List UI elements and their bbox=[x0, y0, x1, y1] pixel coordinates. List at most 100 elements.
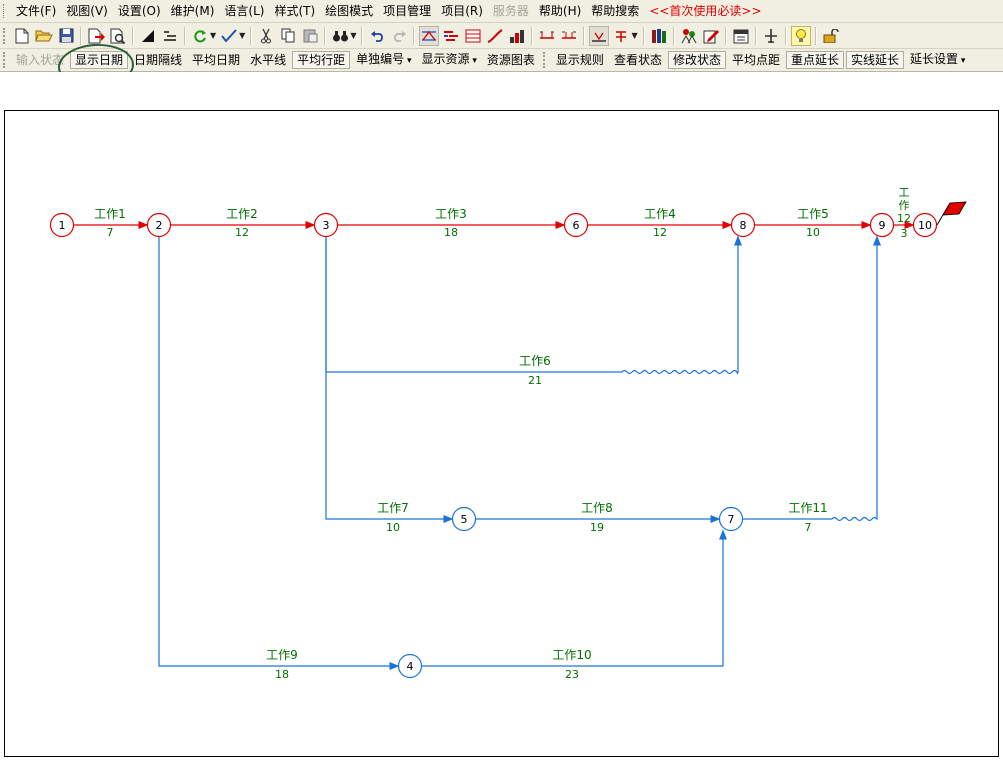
event-node-circle[interactable] bbox=[563, 212, 589, 238]
books-library-icon[interactable] bbox=[649, 26, 669, 46]
activity-name-label[interactable]: 工作5 bbox=[797, 207, 829, 221]
text-toolbar-grip-2[interactable] bbox=[542, 52, 548, 68]
menu-bar-grip[interactable] bbox=[3, 4, 7, 18]
toolbar-grip[interactable] bbox=[3, 27, 8, 44]
plane-icon[interactable] bbox=[761, 26, 781, 46]
text-toolbar-grip[interactable] bbox=[3, 52, 8, 68]
extend-settings-dropdown[interactable]: 延长设置 bbox=[906, 50, 969, 70]
curve-view-icon[interactable] bbox=[485, 26, 505, 46]
activity-name-label[interactable]: 工作6 bbox=[519, 354, 551, 368]
new-file-icon[interactable] bbox=[12, 26, 32, 46]
menu-style[interactable]: 样式(T) bbox=[274, 4, 316, 18]
event-node-number[interactable]: 5 bbox=[461, 513, 468, 526]
activity-name-label[interactable]: 工作8 bbox=[581, 501, 613, 515]
menu-first-use-notice[interactable]: <<首次使用必读>> bbox=[649, 4, 762, 18]
activity-name-label[interactable]: 工作7 bbox=[377, 501, 409, 515]
activity-duration-label[interactable]: 7 bbox=[107, 226, 114, 239]
modify-status-button[interactable]: 修改状态 bbox=[667, 51, 726, 69]
open-folder-icon[interactable] bbox=[34, 26, 54, 46]
event-node-circle[interactable] bbox=[397, 653, 423, 679]
gantt-view-icon[interactable] bbox=[441, 26, 461, 46]
average-date-button[interactable]: 平均日期 bbox=[192, 53, 241, 67]
event-node-number[interactable]: 6 bbox=[573, 219, 580, 232]
event-node-circle[interactable] bbox=[718, 506, 744, 532]
shrink-horizontal-icon[interactable] bbox=[559, 26, 579, 46]
event-node-circle[interactable] bbox=[869, 212, 895, 238]
undo-icon[interactable] bbox=[367, 26, 387, 46]
activity-duration-label[interactable]: 18 bbox=[444, 226, 458, 239]
lightbulb-icon[interactable] bbox=[790, 25, 811, 46]
paste-icon[interactable] bbox=[300, 26, 320, 46]
network-diagram[interactable]: 工作17工作212工作318工作412工作510工作123工作621工作710工… bbox=[5, 111, 998, 756]
find-binoculars-icon[interactable] bbox=[330, 26, 350, 46]
event-node-number[interactable]: 9 bbox=[879, 219, 886, 232]
menu-project-management[interactable]: 项目管理 bbox=[383, 4, 432, 18]
unlock-icon[interactable] bbox=[821, 26, 841, 46]
table-view-icon[interactable] bbox=[463, 26, 483, 46]
menu-project[interactable]: 项目(R) bbox=[441, 4, 483, 18]
activity-name-label[interactable]: 12 bbox=[897, 212, 911, 225]
event-node-circle[interactable] bbox=[146, 212, 172, 238]
activity-duration-label[interactable]: 19 bbox=[590, 521, 604, 534]
activity-name-label[interactable]: 工作11 bbox=[788, 501, 827, 515]
event-node-number[interactable]: 1 bbox=[59, 219, 66, 232]
activity-name-label[interactable]: 工作4 bbox=[644, 207, 676, 221]
export-icon[interactable] bbox=[86, 26, 106, 46]
activity-duration-label[interactable]: 3 bbox=[901, 227, 908, 240]
solid-extend-button[interactable]: 实线延长 bbox=[846, 51, 905, 69]
show-resource-dropdown[interactable]: 显示资源 bbox=[418, 50, 481, 70]
copy-icon[interactable] bbox=[278, 26, 298, 46]
menu-settings[interactable]: 设置(O) bbox=[117, 4, 161, 18]
refresh-icon[interactable] bbox=[190, 26, 210, 46]
activity-name-label[interactable]: 工作2 bbox=[226, 207, 258, 221]
activity-name-label[interactable]: 工作10 bbox=[552, 648, 591, 662]
dotted-extend-button[interactable]: 重点延长 bbox=[785, 51, 844, 69]
activity-name-label[interactable]: 工 bbox=[899, 186, 910, 199]
event-node-number[interactable]: 3 bbox=[323, 219, 330, 232]
activity-name-label[interactable]: 工作3 bbox=[435, 207, 467, 221]
event-node-circle[interactable] bbox=[912, 212, 938, 238]
activity-duration-label[interactable]: 7 bbox=[805, 521, 812, 534]
activity-duration-label[interactable]: 10 bbox=[386, 521, 400, 534]
triangle-tool-icon[interactable] bbox=[138, 26, 158, 46]
activity-duration-label[interactable]: 23 bbox=[565, 668, 579, 681]
menu-file[interactable]: 文件(F) bbox=[16, 4, 57, 18]
event-node-number[interactable]: 8 bbox=[740, 219, 747, 232]
save-icon[interactable] bbox=[56, 26, 76, 46]
event-node-number[interactable]: 2 bbox=[156, 219, 163, 232]
check-icon[interactable] bbox=[219, 26, 239, 46]
activity-arrow-3-5[interactable] bbox=[325, 236, 454, 523]
activity-arrow-4-7[interactable] bbox=[421, 529, 727, 667]
activity-duration-label[interactable]: 12 bbox=[235, 226, 249, 239]
activity-duration-label[interactable]: 18 bbox=[275, 668, 289, 681]
event-node-number[interactable]: 4 bbox=[407, 660, 414, 673]
menu-help[interactable]: 帮助(H) bbox=[538, 4, 582, 18]
refresh-dropdown-icon[interactable]: ▼ bbox=[210, 31, 217, 40]
baseline-icon[interactable] bbox=[589, 25, 610, 46]
activity-arrow-2-4[interactable] bbox=[158, 236, 400, 670]
align-lines-icon[interactable] bbox=[160, 26, 180, 46]
network-view-icon[interactable] bbox=[419, 25, 440, 46]
edit-document-icon[interactable] bbox=[701, 26, 721, 46]
check-dropdown-icon[interactable]: ▼ bbox=[239, 31, 246, 40]
separate-numbering-dropdown[interactable]: 单独编号 bbox=[352, 50, 415, 70]
activity-arrow-3-8[interactable] bbox=[325, 235, 742, 375]
average-row-spacing-button[interactable]: 平均行距 bbox=[292, 51, 351, 69]
level-dropdown-icon[interactable]: ▼ bbox=[631, 31, 638, 40]
activity-name-label[interactable]: 作 bbox=[899, 199, 910, 212]
menu-view[interactable]: 视图(V) bbox=[66, 4, 108, 18]
event-node-circle[interactable] bbox=[313, 212, 339, 238]
menu-language[interactable]: 语言(L) bbox=[224, 4, 265, 18]
menu-draw-mode[interactable]: 绘图模式 bbox=[325, 4, 374, 18]
people-resource-icon[interactable] bbox=[679, 26, 699, 46]
print-preview-icon[interactable] bbox=[108, 26, 128, 46]
activity-duration-label[interactable]: 21 bbox=[528, 374, 542, 387]
show-date-button[interactable]: 显示日期 bbox=[70, 51, 129, 69]
activity-arrow-7-9[interactable] bbox=[742, 235, 881, 522]
average-point-spacing-button[interactable]: 平均点距 bbox=[731, 53, 780, 67]
event-node-number[interactable]: 10 bbox=[918, 219, 932, 232]
activity-duration-label[interactable]: 10 bbox=[806, 226, 820, 239]
event-node-circle[interactable] bbox=[451, 506, 477, 532]
